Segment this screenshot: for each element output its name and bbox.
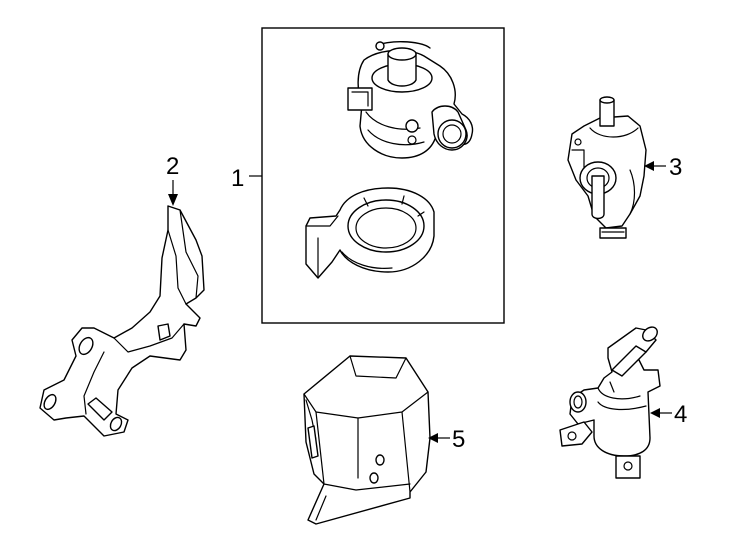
callout-4-arrowhead — [650, 408, 660, 418]
callout-2-arrowhead — [168, 194, 178, 206]
callout-2-label: 2 — [166, 153, 179, 180]
part-4-pump — [559, 326, 661, 479]
callout-4-label: 4 — [674, 401, 687, 428]
callout-1: 1 — [231, 165, 262, 192]
part-3-valve — [567, 96, 647, 239]
callout-1-label: 1 — [231, 165, 244, 192]
part-1-water-pump — [347, 41, 474, 159]
callout-3: 3 — [644, 154, 682, 181]
callout-4: 4 — [650, 401, 687, 428]
callout-2: 2 — [166, 153, 179, 206]
part-1-mounting-ring — [305, 187, 435, 279]
part-2-bracket — [39, 205, 205, 437]
callout-3-arrowhead — [644, 161, 654, 171]
callout-5-arrowhead — [428, 433, 438, 443]
callout-3-label: 3 — [669, 154, 682, 181]
callout-5: 5 — [428, 426, 465, 453]
callout-5-label: 5 — [452, 426, 465, 453]
part-5-strap — [303, 355, 431, 525]
